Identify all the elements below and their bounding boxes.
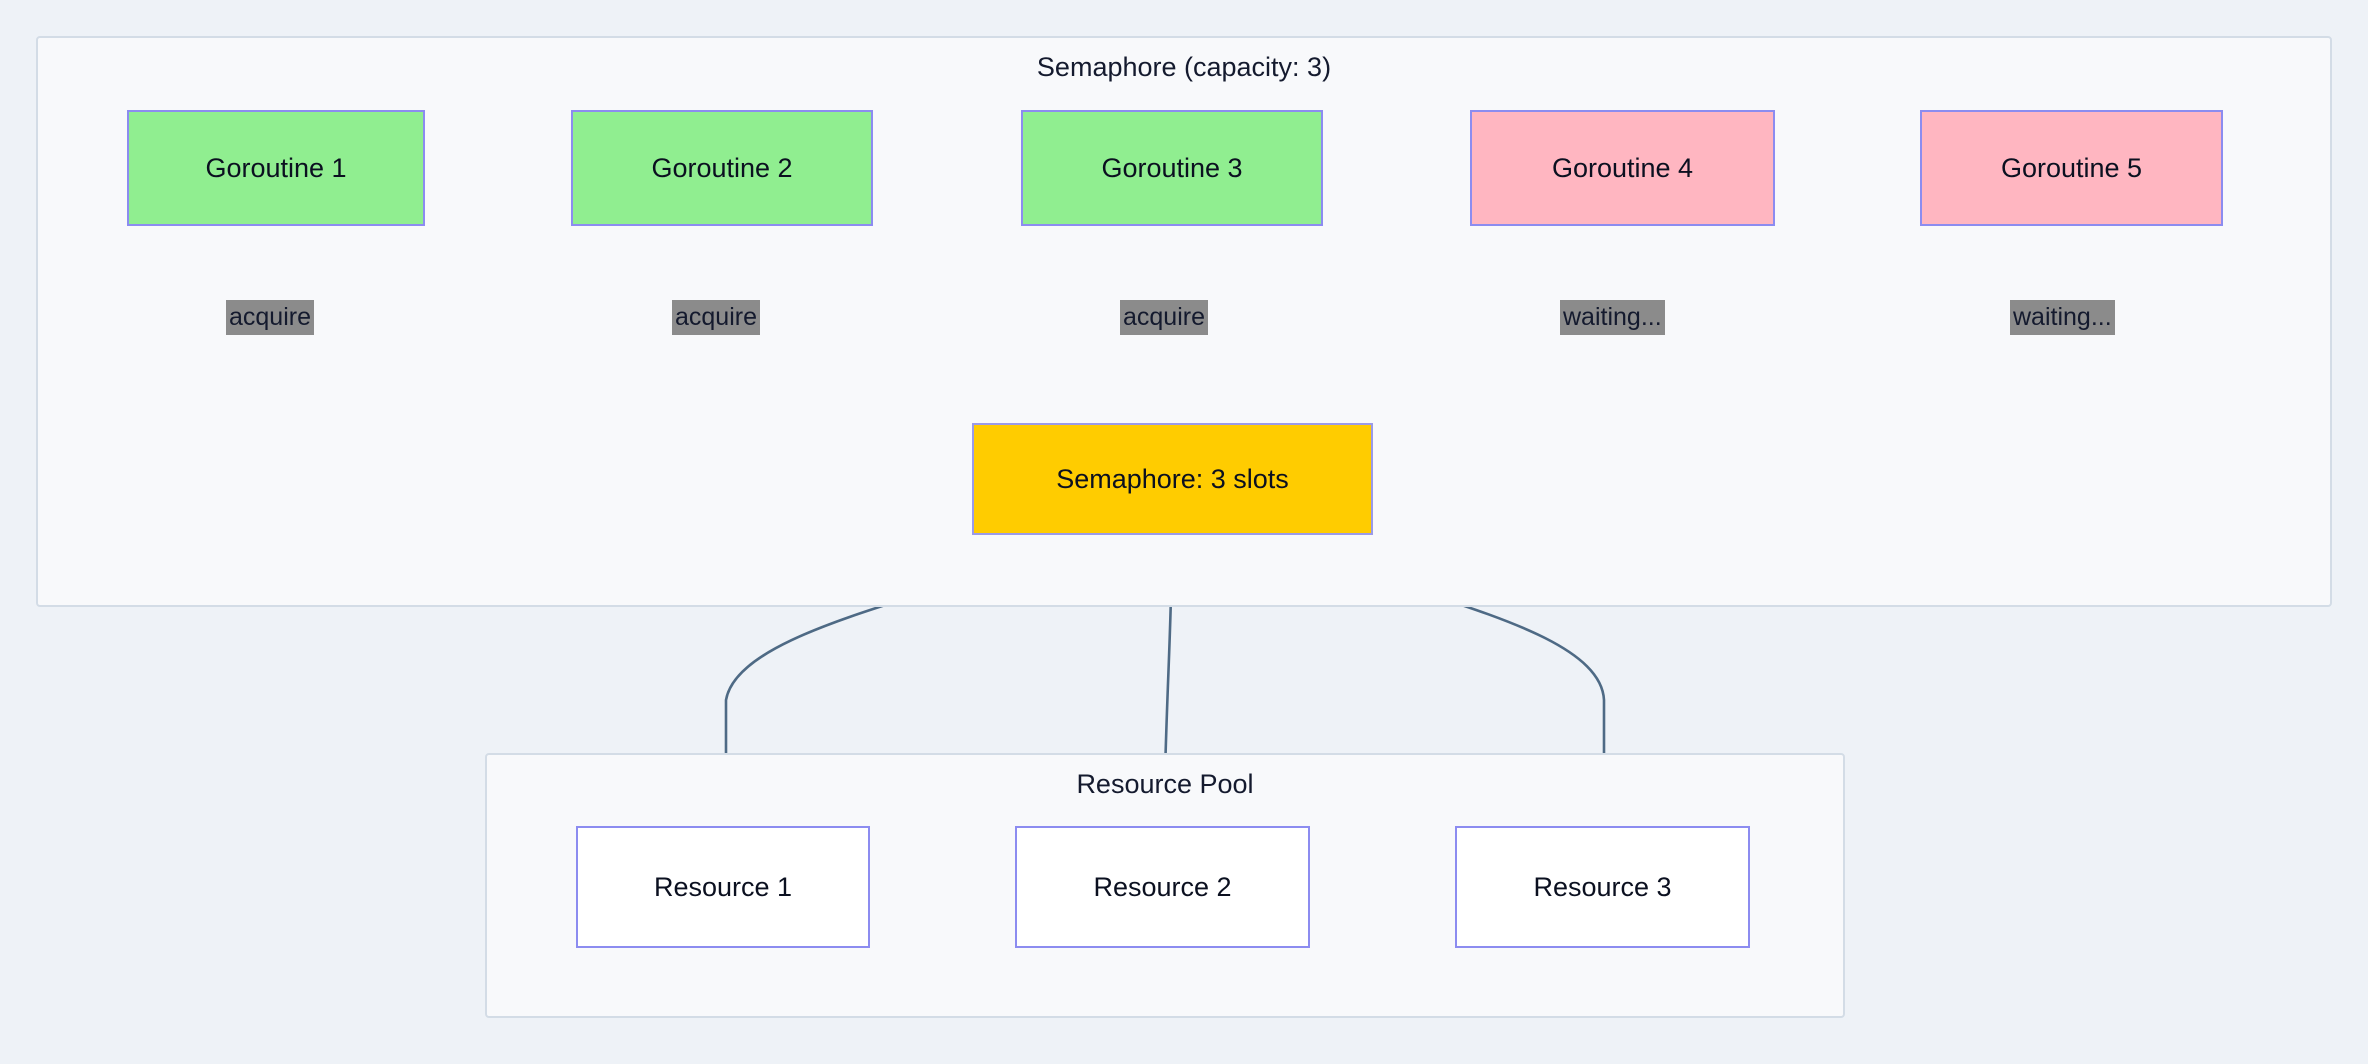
edge-label-e-g1-sema: acquire	[226, 300, 314, 335]
node-semaphore[interactable]: Semaphore: 3 slots	[972, 423, 1373, 535]
node-r3[interactable]: Resource 3	[1455, 826, 1750, 948]
node-r3-label: Resource 3	[1533, 871, 1672, 902]
node-g4[interactable]: Goroutine 4	[1470, 110, 1775, 226]
node-g3-label: Goroutine 3	[1101, 152, 1243, 183]
node-g3[interactable]: Goroutine 3	[1021, 110, 1323, 226]
node-semaphore-label: Semaphore: 3 slots	[1056, 463, 1289, 494]
node-g1-label: Goroutine 1	[205, 152, 347, 183]
node-g2[interactable]: Goroutine 2	[571, 110, 873, 226]
node-g2-label: Goroutine 2	[651, 152, 793, 183]
cluster-title-resource-pool-cluster: Resource Pool	[1076, 769, 1254, 799]
node-g5[interactable]: Goroutine 5	[1920, 110, 2223, 226]
node-g4-label: Goroutine 4	[1551, 152, 1694, 183]
node-r1[interactable]: Resource 1	[576, 826, 870, 948]
node-r1-label: Resource 1	[653, 871, 793, 902]
edge-label-e-g3-sema: acquire	[1120, 300, 1208, 335]
cluster-title-semaphore-cluster: Semaphore (capacity: 3)	[1036, 52, 1332, 82]
node-g1[interactable]: Goroutine 1	[127, 110, 425, 226]
node-r2-label: Resource 2	[1093, 871, 1232, 902]
node-g5-label: Goroutine 5	[2000, 152, 2143, 183]
node-r2[interactable]: Resource 2	[1015, 826, 1310, 948]
edge-label-e-g2-sema: acquire	[672, 300, 760, 335]
edge-label-e-g4-sema: waiting...	[1560, 300, 1665, 335]
edge-label-e-g5-sema: waiting...	[2010, 300, 2115, 335]
